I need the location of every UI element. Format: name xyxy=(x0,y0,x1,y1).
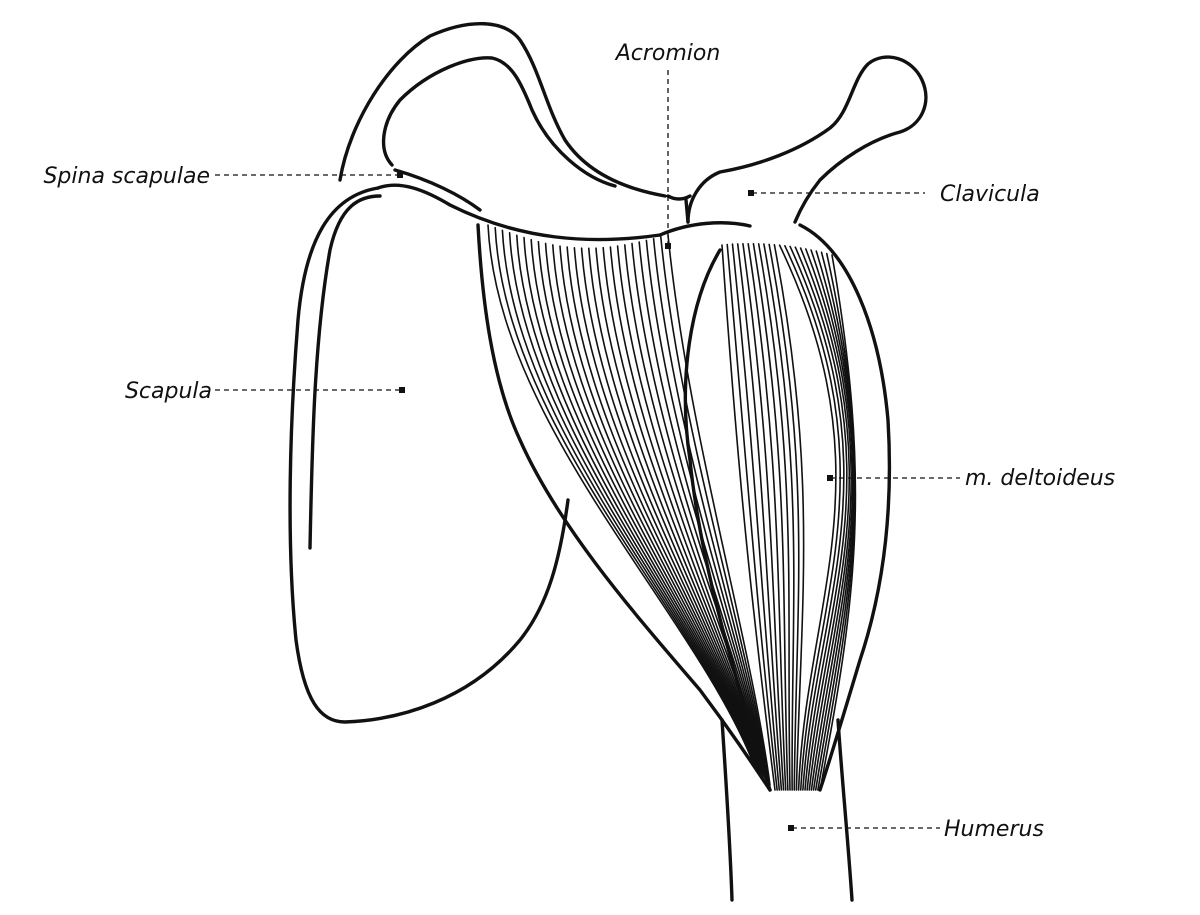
fiber-anterior xyxy=(814,251,856,791)
fiber-anterior xyxy=(778,244,837,791)
anchor-clavicula xyxy=(748,190,754,196)
fiber-anterior xyxy=(812,250,855,791)
fiber-anterior xyxy=(757,243,791,791)
fiber-posterior xyxy=(516,234,756,765)
fiber-anterior xyxy=(763,243,795,791)
anchor-acromion xyxy=(665,243,671,249)
fiber-anterior xyxy=(817,252,856,791)
fiber-anterior xyxy=(752,242,789,791)
fiber-posterior xyxy=(487,224,753,761)
fiber-posterior xyxy=(609,246,766,778)
fiber-posterior xyxy=(645,239,769,783)
label-clavicula: Clavicula xyxy=(940,182,1040,207)
fiber-anterior xyxy=(784,245,841,791)
label-spina-scapulae: Spina scapulae xyxy=(43,164,210,189)
fiber-anterior xyxy=(726,243,778,791)
fiber-posterior xyxy=(537,240,758,768)
fiber-posterior xyxy=(530,238,758,767)
spina-outline xyxy=(338,21,667,198)
acromioclavicular-joint xyxy=(666,194,692,224)
fiber-anterior xyxy=(768,243,800,791)
fiber-anterior xyxy=(747,242,787,791)
fiber-posterior xyxy=(624,244,767,780)
fiber-posterior xyxy=(631,242,768,781)
fiber-posterior xyxy=(616,245,766,779)
anchor-humerus xyxy=(788,825,794,831)
fiber-posterior xyxy=(580,247,763,774)
fiber-posterior xyxy=(523,236,757,766)
fiber-posterior xyxy=(595,247,764,776)
fiber-posterior xyxy=(652,237,770,784)
acromion-shape xyxy=(658,221,752,237)
fiber-anterior xyxy=(736,243,783,791)
fiber-posterior xyxy=(494,226,754,762)
fiber-posterior xyxy=(501,229,755,763)
fiber-anterior xyxy=(731,243,781,791)
fiber-posterior xyxy=(566,246,761,772)
fiber-anterior xyxy=(799,247,851,791)
label-acromion: Acromion xyxy=(614,41,721,66)
fiber-posterior xyxy=(660,236,771,785)
fiber-posterior xyxy=(667,234,771,786)
humerus-shaft xyxy=(720,718,734,902)
fiber-posterior xyxy=(508,232,755,764)
fiber-anterior xyxy=(810,249,854,791)
fiber-posterior xyxy=(552,244,760,770)
anchor-spina-scapulae xyxy=(397,172,403,178)
spina-upper-edge xyxy=(393,168,482,212)
fiber-anterior xyxy=(773,243,805,791)
fiber-anterior xyxy=(789,245,845,791)
scapula-outline xyxy=(288,186,570,724)
scapula-inner-edge xyxy=(308,194,382,550)
humerus-shaft-right xyxy=(836,718,854,902)
anchor-deltoideus xyxy=(827,475,833,481)
fiber-posterior xyxy=(638,241,768,782)
label-scapula: Scapula xyxy=(125,379,212,404)
deltoid-anterior-edge xyxy=(798,223,892,792)
deltoid-posterior-edge xyxy=(476,223,772,792)
fiber-posterior xyxy=(602,246,765,777)
anchor-scapula xyxy=(399,387,405,393)
deltoid-fibers xyxy=(487,224,857,791)
fiber-anterior xyxy=(721,244,776,791)
clavicula-shape xyxy=(686,55,928,224)
fiber-anterior xyxy=(794,246,848,791)
supraspinous-fossa xyxy=(381,56,617,188)
fiber-posterior xyxy=(559,245,760,771)
fiber-anterior xyxy=(819,254,857,791)
fiber-posterior xyxy=(573,246,762,773)
spina-lower-edge xyxy=(376,183,662,242)
label-deltoideus: m. deltoideus xyxy=(965,466,1115,491)
fiber-posterior xyxy=(588,247,763,775)
label-humerus: Humerus xyxy=(944,817,1044,842)
fiber-anterior xyxy=(805,248,852,791)
fiber-posterior xyxy=(544,242,759,769)
fiber-anterior xyxy=(742,243,785,791)
